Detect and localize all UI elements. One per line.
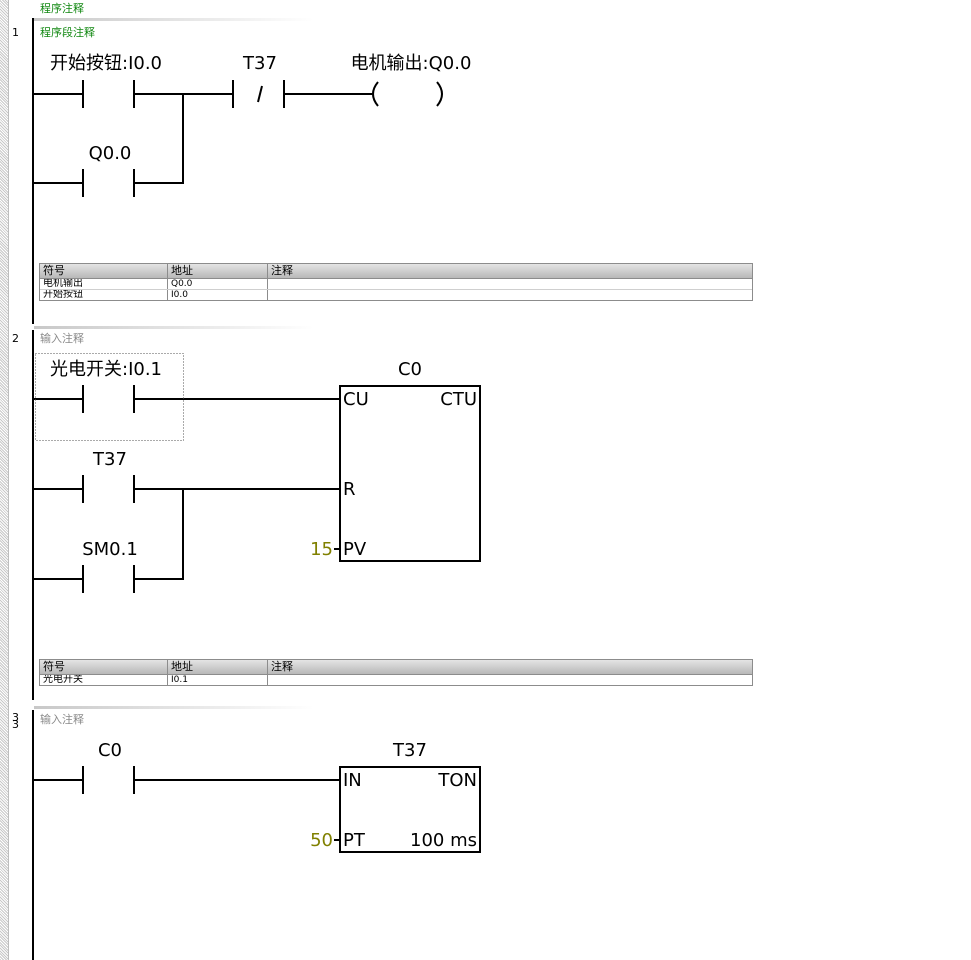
contact-label-start-button: 开始按钮:I0.0 bbox=[50, 53, 162, 74]
network-3-number-shadow: 3 bbox=[12, 711, 19, 724]
contact-label-t37: T37 bbox=[92, 449, 127, 470]
address-cell: Q0.0 bbox=[168, 279, 268, 289]
contact-sm0-1[interactable] bbox=[34, 565, 135, 593]
contact-c0[interactable] bbox=[34, 766, 135, 794]
power-rail-network-3 bbox=[32, 710, 34, 960]
col-address-header[interactable]: 地址 bbox=[168, 264, 268, 278]
contact-t37[interactable] bbox=[34, 475, 135, 503]
timer-name: T37 bbox=[392, 740, 427, 761]
nc-slash bbox=[257, 85, 263, 103]
col-comment-header[interactable]: 注释 bbox=[271, 660, 293, 673]
network-separator bbox=[34, 706, 314, 709]
contact-label-sm0-1: SM0.1 bbox=[82, 539, 138, 560]
table-row[interactable]: 电机输出 Q0.0 bbox=[40, 279, 752, 290]
timer-type: TON bbox=[437, 770, 477, 791]
network-2-comment[interactable]: 输入注释 bbox=[40, 332, 84, 345]
counter-pin-pv: PV bbox=[343, 539, 367, 560]
network-separator bbox=[34, 18, 314, 21]
network-2-number[interactable]: 2 bbox=[12, 332, 19, 345]
col-symbol-header[interactable]: 符号 bbox=[40, 660, 168, 674]
network-3-number[interactable]: 3 bbox=[12, 718, 19, 731]
contact-label-photo-switch: 光电开关:I0.1 bbox=[50, 359, 162, 380]
selection-focus-rect bbox=[35, 353, 184, 441]
contact-t37-normally-closed[interactable] bbox=[232, 80, 285, 108]
comment-cell bbox=[268, 290, 752, 300]
symbol-cell: 光电开关 bbox=[40, 675, 168, 685]
power-rail-network-2 bbox=[32, 330, 34, 700]
counter-name: C0 bbox=[398, 359, 422, 380]
address-cell: I0.0 bbox=[168, 290, 268, 300]
contact-label-t37: T37 bbox=[242, 53, 277, 74]
network-1-comment[interactable]: 程序段注释 bbox=[40, 26, 95, 39]
col-comment-header[interactable]: 注释 bbox=[271, 264, 293, 277]
counter-pv-value[interactable]: 15 bbox=[310, 539, 333, 560]
symbol-table-header: 符号 地址 注释 bbox=[40, 660, 752, 675]
coil-motor-output[interactable] bbox=[372, 81, 443, 107]
symbol-table-header: 符号 地址 注释 bbox=[40, 264, 752, 279]
coil-label-motor-output: 电机输出:Q0.0 bbox=[351, 53, 472, 74]
contact-label-c0: C0 bbox=[98, 740, 122, 761]
counter-pin-r: R bbox=[343, 479, 356, 500]
network-3-comment[interactable]: 输入注释 bbox=[40, 713, 84, 726]
timer-timebase: 100 ms bbox=[410, 830, 477, 851]
timer-pt-value[interactable]: 50 bbox=[310, 830, 333, 851]
network-number-column bbox=[9, 0, 32, 960]
contact-q0-0[interactable] bbox=[34, 169, 135, 197]
symbol-cell: 电机输出 bbox=[40, 279, 168, 289]
table-row[interactable]: 光电开关 I0.1 bbox=[40, 675, 752, 685]
timer-pin-pt: PT bbox=[343, 830, 366, 851]
address-cell: I0.1 bbox=[168, 675, 268, 685]
comment-cell bbox=[268, 279, 752, 289]
left-gutter bbox=[0, 0, 9, 960]
table-row[interactable]: 开始按钮 I0.0 bbox=[40, 290, 752, 300]
power-rail-network-1 bbox=[32, 18, 34, 324]
contact-photo-switch[interactable] bbox=[34, 385, 135, 413]
counter-type: CTU bbox=[440, 389, 477, 410]
timer-pin-in: IN bbox=[343, 770, 362, 791]
symbol-table-network-1: 符号 地址 注释 电机输出 Q0.0 开始按钮 I0.0 bbox=[39, 263, 753, 301]
comment-cell bbox=[268, 675, 752, 685]
counter-pin-cu: CU bbox=[343, 389, 369, 410]
symbol-cell: 开始按钮 bbox=[40, 290, 168, 300]
symbol-table-network-2: 符号 地址 注释 光电开关 I0.1 bbox=[39, 659, 753, 686]
col-symbol-header[interactable]: 符号 bbox=[40, 264, 168, 278]
network-1-number[interactable]: 1 bbox=[12, 26, 19, 39]
program-comment[interactable]: 程序注释 bbox=[40, 2, 84, 15]
counter-box-c0[interactable] bbox=[339, 385, 481, 562]
contact-start-button[interactable] bbox=[34, 80, 135, 108]
contact-label-q0-0: Q0.0 bbox=[89, 143, 132, 164]
network-separator bbox=[34, 326, 314, 329]
col-address-header[interactable]: 地址 bbox=[168, 660, 268, 674]
timer-box-t37[interactable] bbox=[339, 766, 481, 853]
